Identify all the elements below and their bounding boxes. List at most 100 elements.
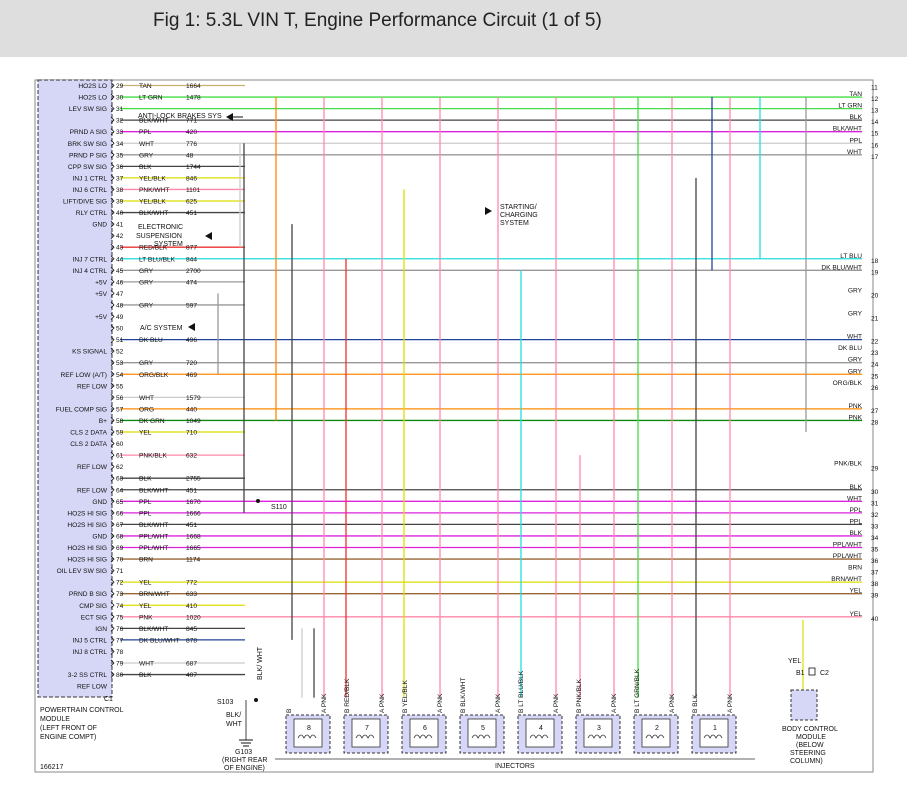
right-pin-30: 30 [871,489,879,496]
pin-wire-color-46: GRY [139,279,154,286]
pcm-module-box [37,79,113,698]
pin-circuit-75: 1020 [186,614,201,621]
pin-signal-68: GND [92,533,107,540]
pin-wire-color-69: PPL/WHT [139,545,168,552]
pin-chevron-icon [110,509,115,517]
bcm-connector-icon [808,667,816,676]
pin-signal-45: INJ 4 CTRL [73,268,108,275]
pin-chevron-icon [110,498,115,505]
pin-number-47: 47 [116,291,124,298]
pin-circuit-45: 2700 [186,268,201,275]
pin-wire-color-76: BLK/WHT [139,626,168,633]
pin-signal-73: PRND B SIG [69,591,107,598]
ground-g103-icon [239,700,253,747]
pin-number-33: 33 [116,129,124,136]
pin-signal-71: OIL LEV SW SIG [57,568,107,575]
pcm-label-line-2: MODULE [40,716,70,723]
pin-signal-37: INJ 1 CTRL [73,175,108,182]
pin-number-67: 67 [116,522,124,529]
pin-circuit-56: 1579 [186,395,201,402]
right-wire-label-31: WHT [847,495,862,502]
pin-chevron-icon [110,278,115,286]
right-wire-label-30: BLK [850,484,863,491]
splice-s110-dot [256,499,260,503]
pin-chevron-icon [110,555,115,563]
pin-chevron-icon [110,197,115,205]
bcm-label-line-2: MODULE [796,734,826,741]
pin-signal-52: REF LOW [77,684,108,691]
pin-wire-color-77: DK BLU/WHT [139,637,180,644]
pin-number-78: 78 [116,649,124,656]
pin-number-34: 34 [116,141,124,148]
pin-signal-46: +5V [95,279,108,286]
pin-wire-color-35: GRY [139,152,154,159]
injector-wire-b: B PNK/BLK [576,678,583,713]
pin-number-71: 71 [116,568,124,575]
pin-signal-66: HO2S HI SIG [67,510,107,517]
pin-chevron-icon [110,301,115,309]
pin-chevron-icon [110,405,115,413]
pin-number-48: 48 [116,302,124,309]
right-pin-14: 14 [871,119,879,126]
pin-number-66: 66 [116,510,124,517]
injector-number: 5 [481,725,485,732]
pin-signal-58: B+ [99,418,107,425]
right-pin-16: 16 [871,142,879,149]
pin-circuit-64: 451 [186,487,197,494]
pin-circuit-69: 1665 [186,545,201,552]
right-pin-21: 21 [871,316,879,323]
pin-circuit-34: 776 [186,141,197,148]
pin-number-58: 58 [116,418,124,425]
pin-number-59: 59 [116,430,124,437]
pin-number-29: 29 [116,83,124,90]
right-pin-37: 37 [871,570,879,577]
pin-circuit-48: 597 [186,302,197,309]
pin-chevron-icon [110,255,115,263]
pin-circuit-73: 633 [186,591,197,598]
right-wire-label-20: GRY [848,287,863,294]
pin-number-46: 46 [116,279,124,286]
pin-number-56: 56 [116,395,124,402]
injector-number: 8 [307,725,311,732]
bcm-label-line-4: STEERING [790,750,826,757]
starting-label-line-3: SYSTEM [500,220,529,227]
injector-wire-a: A PNK [553,693,560,713]
pin-signal-77: INJ 5 CTRL [73,637,108,644]
ground-g103-line-3: OF ENGINE) [224,765,265,772]
injector-number: 7 [365,725,369,732]
pin-wire-color-39: YEL/BLK [139,199,166,206]
pin-number-38: 38 [116,187,124,194]
right-wire-label-36: PPL/WHT [833,553,862,560]
splice-s103-dot [254,698,258,702]
pin-number-72: 72 [116,580,124,587]
pin-chevron-icon [110,544,115,551]
starting-label-line-1: STARTING/ [500,204,537,211]
right-wire-label-34: BLK [850,530,863,537]
pin-chevron-icon [110,220,115,228]
figure-header: Fig 1: 5.3L VIN T, Engine Performance Ci… [0,0,907,57]
ess-label-line-3: SYSTEM [154,241,183,248]
pin-circuit-51: 496 [186,337,197,344]
pin-chevron-icon [110,174,115,182]
injector-wire-a: A PNK [379,693,386,713]
pin-signal-49: +5V [95,314,108,321]
bcm-module-box [790,689,818,721]
pin-signal-59: CLS 2 DATA [70,430,107,437]
pin-circuit-59: 710 [186,430,197,437]
right-pin-31: 31 [871,500,879,507]
pin-circuit-66: 1666 [186,510,201,517]
right-wire-label-16: PPL [850,137,863,144]
ess-label-line-1: ELECTRONIC [138,224,183,231]
pin-wire-color-36: BLK [139,164,152,171]
ac-arrow-icon [188,323,195,331]
pin-number-30: 30 [116,95,124,102]
ground-g103-line-2: (RIGHT REAR [222,757,267,764]
right-pin-38: 38 [871,581,879,588]
right-wire-label-28: PNK [848,414,862,421]
pin-circuit-67: 451 [186,522,197,529]
pin-chevron-icon [110,290,115,297]
pin-wire-color-54: ORG/BLK [139,372,169,379]
pin-chevron-icon [110,82,115,89]
